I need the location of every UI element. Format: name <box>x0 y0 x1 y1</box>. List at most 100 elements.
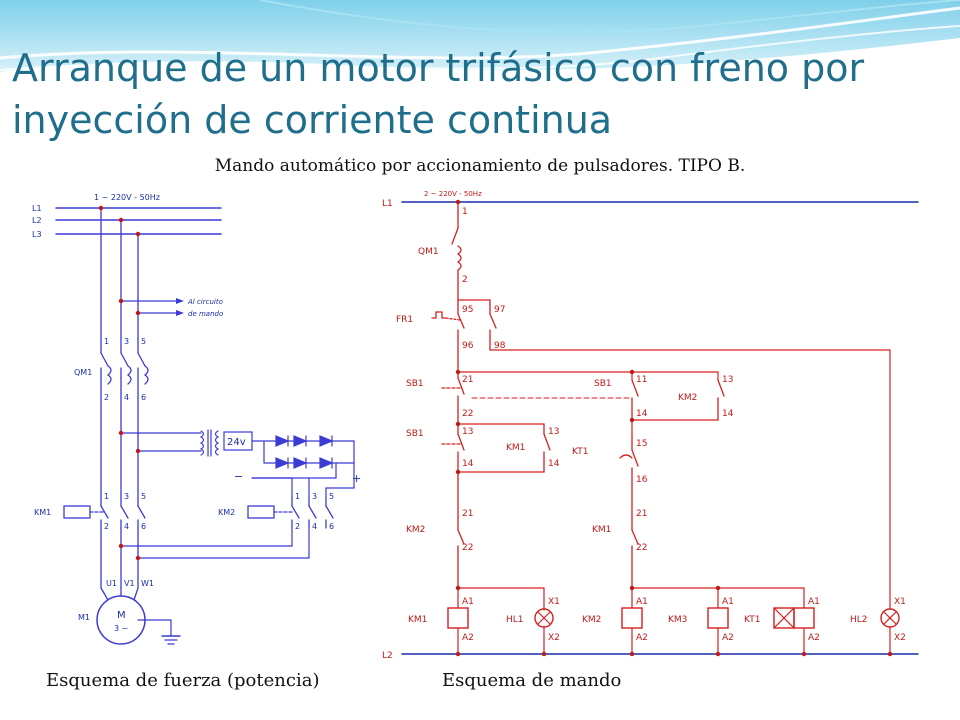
motor-terminal-v1: V1 <box>124 579 135 588</box>
line-l1-label: L1 <box>32 204 42 213</box>
dc-minus: − <box>234 470 243 483</box>
dc-plus: + <box>352 472 361 485</box>
sb1-mid-contact <box>631 379 639 421</box>
kt1-coil-a1: A1 <box>808 597 820 607</box>
km1-coil-a1: A1 <box>462 597 474 607</box>
fr1-terminal-95: 95 <box>462 305 473 315</box>
km2-coil-a1: A1 <box>636 597 648 607</box>
line-l3-label: L3 <box>32 230 42 239</box>
motor-terminal-u1: U1 <box>106 579 117 588</box>
km1-terminal-6: 6 <box>141 522 146 531</box>
km2-terminal-5: 5 <box>329 492 334 501</box>
motor-terminal-w1: W1 <box>141 579 154 588</box>
km1-aux-contact <box>457 423 551 473</box>
kt1-coil-a2: A2 <box>808 633 820 643</box>
km2-aux-label: KM2 <box>678 393 697 403</box>
control-note-line1: Al circuito <box>187 298 223 306</box>
km2-terminal-6: 6 <box>329 522 334 531</box>
kt1-contact-label: KT1 <box>572 447 588 457</box>
kt1-terminal-15: 15 <box>636 439 647 449</box>
km3-coil <box>707 607 729 629</box>
sb1-stop-label: SB1 <box>406 379 424 389</box>
qm1-terminal-1: 1 <box>104 337 109 346</box>
qm1-terminal-3: 3 <box>124 337 129 346</box>
wave-line-1 <box>0 6 960 60</box>
sb1-start-button <box>441 423 465 473</box>
km2-nc-label: KM2 <box>406 525 425 535</box>
km3-coil-a1: A1 <box>722 597 734 607</box>
km2-coil-label: KM2 <box>582 615 601 625</box>
power-caption: Esquema de fuerza (potencia) <box>46 670 320 691</box>
km2-aux-contact <box>631 379 725 421</box>
km2-terminal-4: 4 <box>312 522 317 531</box>
hl1-x2: X2 <box>548 633 560 643</box>
km1-coil-label: KM1 <box>408 615 427 625</box>
l2-label: L2 <box>382 651 393 661</box>
kt1-terminal-16: 16 <box>636 475 648 485</box>
sb1-mid-terminal-11: 11 <box>636 375 647 385</box>
qm1-control-label: QM1 <box>418 247 439 257</box>
control-note-line2: de mando <box>188 310 223 318</box>
qm1-breaker <box>100 337 149 394</box>
km1-nc-terminal-21: 21 <box>636 509 647 519</box>
km1-aux-label: KM1 <box>506 443 525 453</box>
km2-contacts <box>247 497 334 529</box>
fr1-label: FR1 <box>396 315 413 325</box>
km1-contacts <box>63 497 146 529</box>
qm1-control-contact <box>451 227 462 301</box>
sb1-stop-terminal-22: 22 <box>462 409 473 419</box>
transformer <box>199 429 253 457</box>
km2-terminal-3: 3 <box>312 492 317 501</box>
km1-terminal-1: 1 <box>104 492 109 501</box>
km2-aux-terminal-13: 13 <box>722 375 733 385</box>
km1-nc-contact <box>631 517 639 589</box>
qm1-terminal-2: 2 <box>104 393 109 402</box>
sb1-start-label: SB1 <box>406 429 424 439</box>
km1-nc-terminal-22: 22 <box>636 543 647 553</box>
line-l2-label: L2 <box>32 216 42 225</box>
km2-nc-contact <box>457 517 465 589</box>
wave-line-2 <box>0 25 960 71</box>
qm1-label: QM1 <box>74 368 92 377</box>
sb1-stop-terminal-21: 21 <box>462 375 473 385</box>
subtitle: Mando automático por accionamiento de pu… <box>214 156 746 176</box>
sb1-mid-label: SB1 <box>594 379 612 389</box>
fr1-terminal-96: 96 <box>462 341 474 351</box>
km2-terminal-1: 1 <box>295 492 300 501</box>
sb1-stop-button <box>441 365 465 425</box>
km1-terminal-2: 2 <box>104 522 109 531</box>
qm1-terminal-6: 6 <box>141 393 146 402</box>
page-title: Arranque de un motor trifásico con freno… <box>12 46 865 142</box>
motor-label: M1 <box>78 613 90 622</box>
hl2-x1: X1 <box>894 597 906 607</box>
fr1-terminal-98: 98 <box>494 341 506 351</box>
sb1-start-terminal-13: 13 <box>462 427 473 437</box>
km2-label: KM2 <box>218 508 235 517</box>
km1-coil <box>447 607 469 629</box>
km3-coil-label: KM3 <box>668 615 687 625</box>
motor-phase: 3 ~ <box>114 624 128 633</box>
qm1-control-terminal-1: 1 <box>462 207 468 217</box>
fr1-relay <box>431 299 891 367</box>
kt1-coil <box>793 607 815 629</box>
qm1-terminal-5: 5 <box>141 337 146 346</box>
km3-coil-a2: A2 <box>722 633 734 643</box>
km1-aux-terminal-13: 13 <box>548 427 559 437</box>
km1-terminal-5: 5 <box>141 492 146 501</box>
supply-label: 1 ~ 220V - 50Hz <box>94 193 160 202</box>
control-caption: Esquema de mando <box>442 670 622 691</box>
km2-coil <box>621 607 643 629</box>
l1-label: L1 <box>382 199 393 209</box>
km2-nc-terminal-22: 22 <box>462 543 473 553</box>
wave-line-3 <box>259 0 960 34</box>
km1-label: KM1 <box>34 508 51 517</box>
kt1-timed-contact <box>619 435 639 519</box>
km1-nc-label: KM1 <box>592 525 611 535</box>
transformer-voltage: 24v <box>227 437 246 448</box>
km2-aux-terminal-14: 14 <box>722 409 734 419</box>
decorative-waves <box>0 0 960 72</box>
kt1-coil-label: KT1 <box>744 615 760 625</box>
control-diagram: L1 L2 2 ~ 220V - 50Hz QM1 1 2 FR1 95 96 … <box>372 188 948 666</box>
km1-terminal-4: 4 <box>124 522 129 531</box>
km2-nc-terminal-21: 21 <box>462 509 473 519</box>
